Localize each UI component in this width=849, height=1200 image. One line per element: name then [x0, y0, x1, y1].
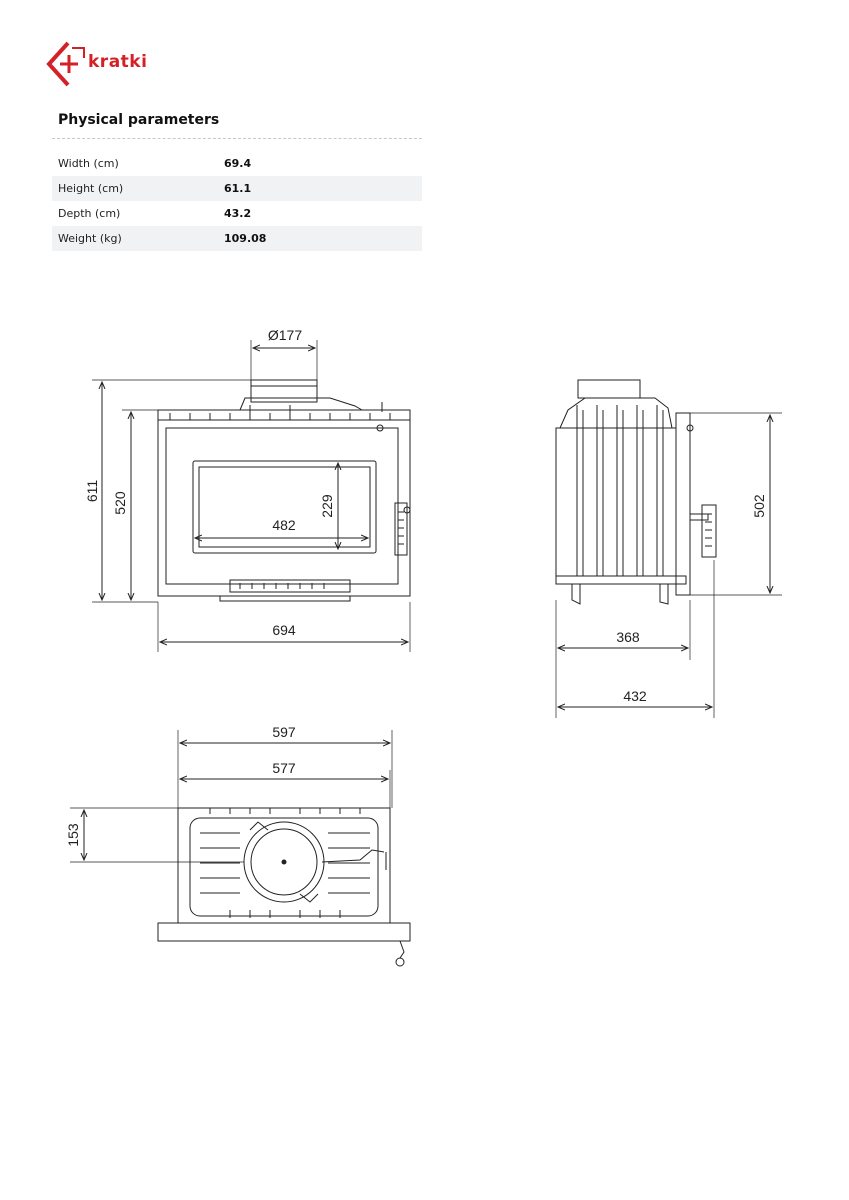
front-view — [92, 340, 411, 652]
dim-body-height: 520 — [112, 491, 128, 515]
param-value: 69.4 — [224, 157, 252, 170]
dim-outer-width: 597 — [272, 724, 296, 740]
param-value: 109.08 — [224, 232, 267, 245]
brand-logo[interactable]: kratki — [46, 40, 186, 88]
param-row-height: Height (cm) 61.1 — [52, 176, 422, 201]
param-row-weight: Weight (kg) 109.08 — [52, 226, 422, 251]
parameters-table: Width (cm) 69.4 Height (cm) 61.1 Depth (… — [52, 151, 422, 251]
param-value: 61.1 — [224, 182, 252, 195]
divider — [52, 138, 422, 139]
param-label: Weight (kg) — [58, 232, 122, 245]
dim-total-depth: 432 — [623, 688, 647, 704]
section-title: Physical parameters — [58, 112, 220, 128]
dim-glass-width: 482 — [272, 517, 296, 533]
param-row-width: Width (cm) 69.4 — [52, 151, 422, 176]
top-view — [70, 730, 411, 967]
param-value: 43.2 — [224, 207, 252, 220]
dim-body-depth: 368 — [616, 629, 640, 645]
side-view — [555, 379, 782, 718]
dim-flue-diameter: Ø177 — [268, 327, 302, 343]
param-label: Depth (cm) — [58, 207, 121, 220]
dim-total-height: 611 — [84, 480, 100, 503]
kratki-logo-icon — [46, 41, 85, 87]
brand-name: kratki — [88, 52, 148, 72]
dim-glass-height: 229 — [319, 494, 335, 518]
param-label: Width (cm) — [58, 157, 119, 170]
param-row-depth: Depth (cm) 43.2 — [52, 201, 422, 226]
dim-panel-height: 502 — [751, 494, 767, 518]
dim-inner-width: 577 — [272, 760, 296, 776]
dim-flue-offset: 153 — [65, 823, 81, 847]
dim-total-width: 694 — [272, 622, 296, 638]
param-label: Height (cm) — [58, 182, 124, 195]
